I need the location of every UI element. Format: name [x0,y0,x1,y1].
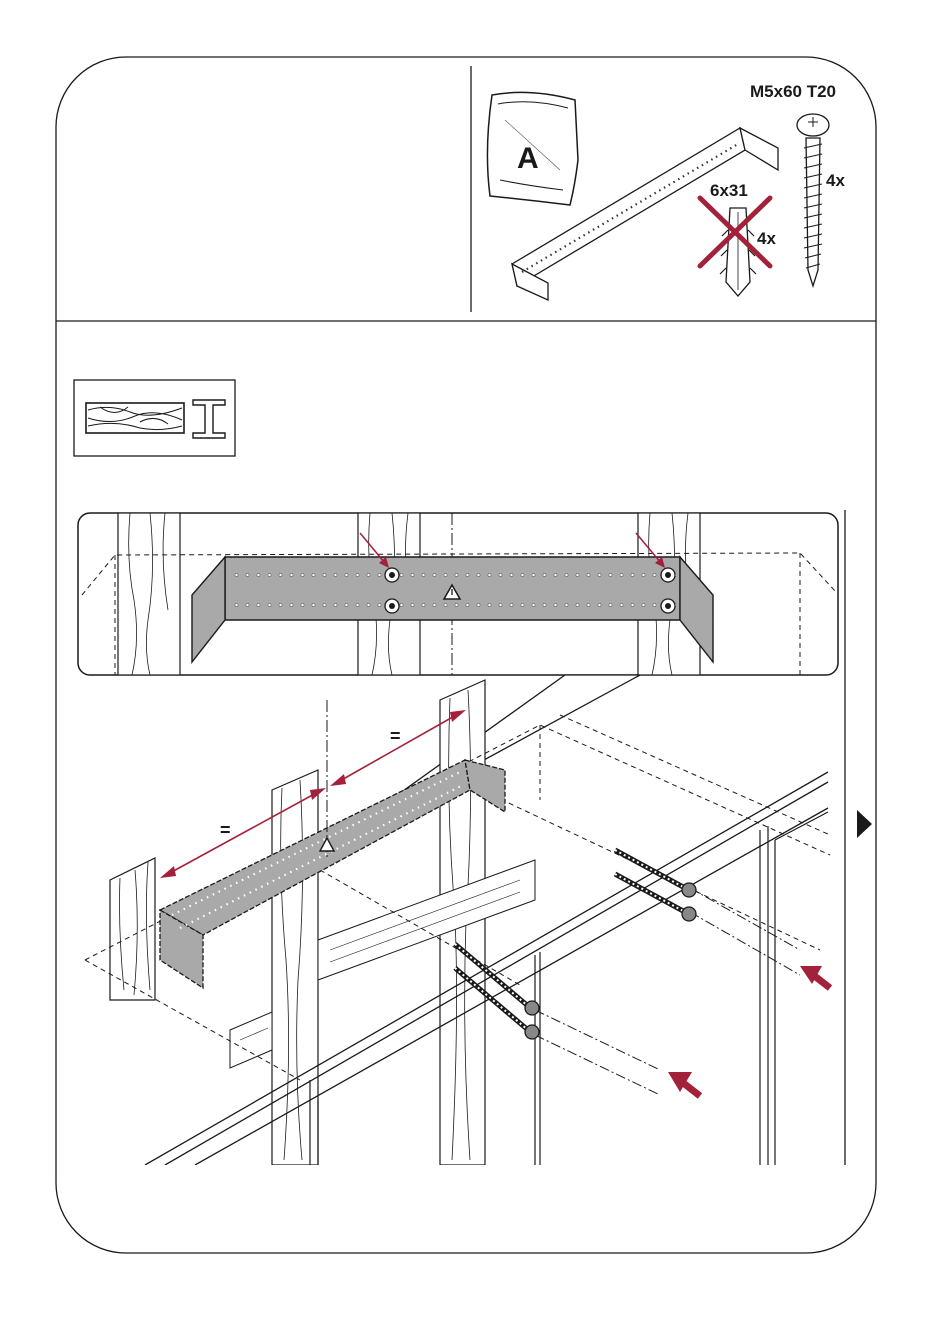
plug-spec-label: 6x31 [710,181,748,200]
wood-stud-left [118,513,180,675]
equal-distance-mark: = [220,820,231,840]
bag-label: A [517,142,539,175]
triangle-right-icon[interactable] [857,810,872,838]
equal-distance-mark: = [390,726,401,746]
insertion-direction-arrow [800,966,830,988]
wood-stud-icon [86,403,184,433]
wall-material-box [74,380,235,456]
parts-panel: A 6x31 4x M5x60 T20 4x [487,82,845,300]
wood-stud [272,770,318,1165]
insertion-direction-arrow [668,1072,700,1096]
screw-spec-label: M5x60 T20 [750,82,836,101]
screw-head-icon [661,599,675,613]
screw-quantity-label: 4x [826,171,845,190]
screw-head-icon [385,599,399,613]
screw-icon [615,850,696,897]
wood-stud [110,858,155,1000]
screw-head-icon [385,568,399,582]
hardware-bag-icon: A [487,92,578,205]
zoom-detail-panel [78,513,838,675]
plug-quantity-label: 4x [757,229,776,248]
screw-part [797,114,829,286]
screw-head-icon [661,568,675,582]
